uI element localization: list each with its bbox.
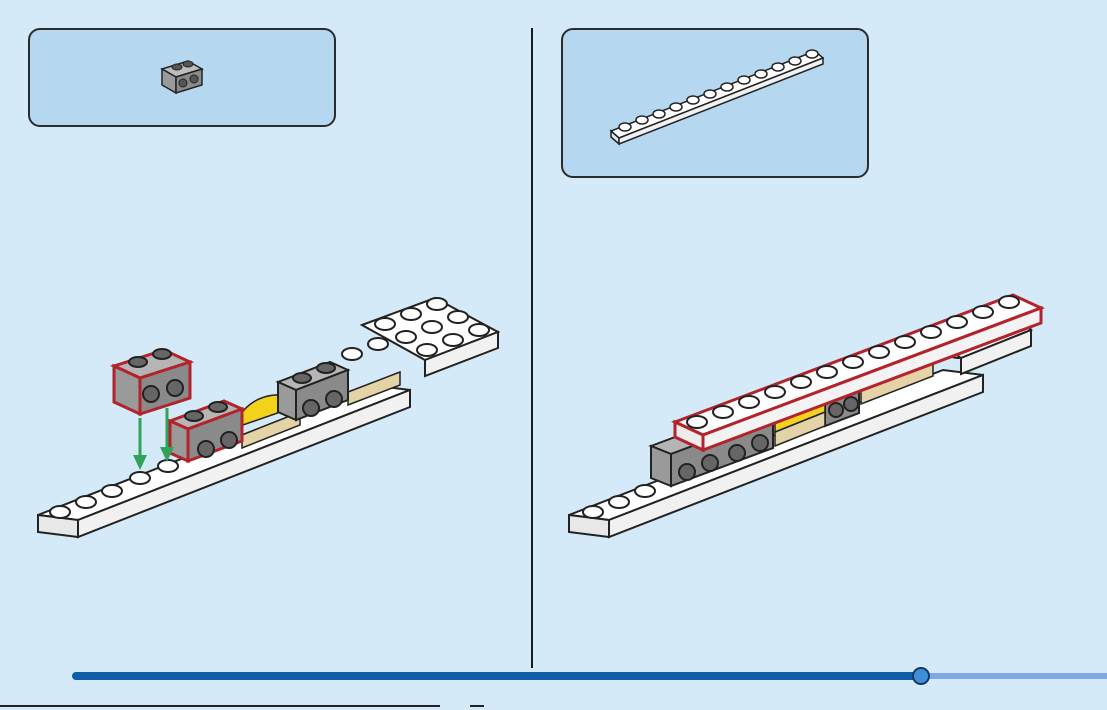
- parts-list-box: [561, 28, 869, 178]
- circle-handle-icon[interactable]: [912, 667, 930, 685]
- build-illustration: [563, 290, 1083, 550]
- build-illustration: [30, 290, 510, 550]
- page-footer-tick: [470, 705, 484, 707]
- page-footer-line: [0, 705, 440, 707]
- step-panel-left: [0, 0, 532, 665]
- progress-remaining: [921, 673, 1107, 679]
- parts-list-box: [28, 28, 336, 127]
- step-panel-right: [533, 0, 1107, 665]
- part-brick-1x2-side-studs-icon: [30, 30, 334, 125]
- instruction-progress-bar[interactable]: [72, 672, 1107, 680]
- part-plate-1x12-icon: [563, 30, 867, 176]
- progress-fill: [72, 672, 921, 680]
